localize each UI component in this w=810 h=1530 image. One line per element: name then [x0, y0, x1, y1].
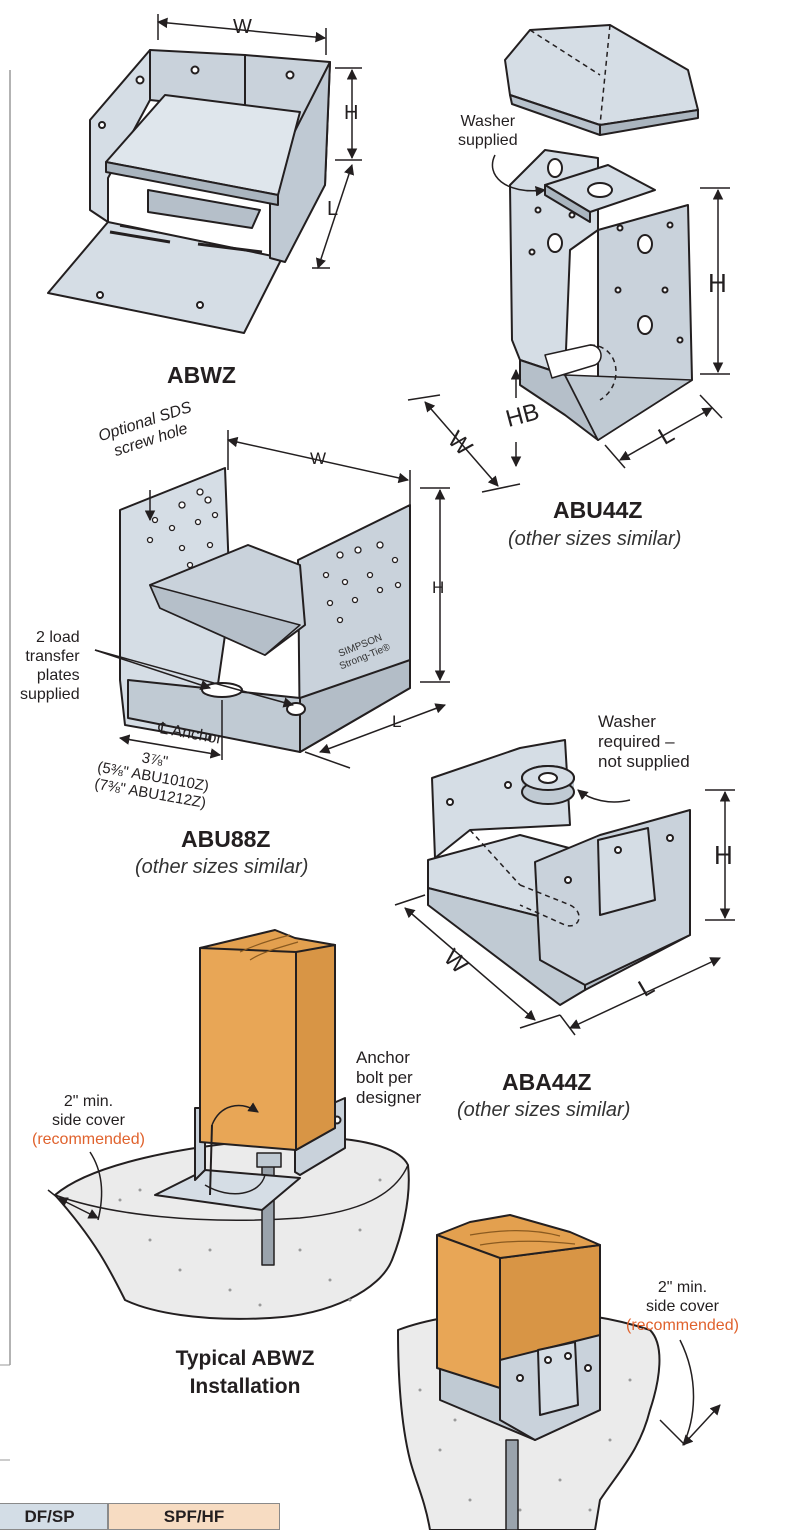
abu88z-note: (other sizes similar) — [135, 856, 309, 878]
abu44z-note: (other sizes similar) — [508, 528, 682, 550]
aba44z-drawing — [427, 739, 691, 1006]
abwz-installation-dimension — [47, 1151, 103, 1221]
installation-caption: Typical ABWZ Installation — [175, 1347, 315, 1398]
aba44z-dimension-lines — [394, 789, 735, 1036]
abu44z-dimension-lines — [407, 154, 730, 493]
aba44z-installation-dimension — [659, 1339, 721, 1446]
side-cover-note-a: 2" min. side cover (recommended) — [32, 1093, 145, 1148]
aba44z-installation-drawing — [397, 1214, 661, 1530]
table-header-bg-a — [0, 1503, 108, 1530]
abwz-length-label: L — [327, 198, 339, 220]
abwz-installation-drawing — [54, 929, 410, 1320]
abu88z-height-label: H — [432, 578, 445, 597]
aba44z-note: (other sizes similar) — [457, 1099, 631, 1121]
abu44z-height-label: H — [708, 268, 727, 298]
abwz-dimension-lines — [156, 14, 362, 269]
abwz-height-label: H — [344, 102, 359, 124]
abu44z-drawing — [504, 24, 699, 441]
table-header-spf-hf: SPF/HF — [108, 1503, 280, 1530]
side-cover-note-b: 2" min. side cover (recommended) — [626, 1279, 739, 1334]
abwz-drawing — [47, 49, 331, 334]
load-plates-note: 2 load transfer plates supplied — [20, 629, 80, 703]
abu88z-width-label: W — [310, 449, 327, 468]
aba44z-title: ABA44Z — [502, 1069, 592, 1095]
abwz-title: ABWZ — [167, 362, 236, 388]
abwz-width-label: W — [233, 16, 252, 38]
abu88z-title: ABU88Z — [181, 826, 271, 852]
aba44z-height-label: H — [714, 840, 733, 870]
abu88z-length-label: L — [392, 712, 402, 731]
abu44z-title: ABU44Z — [553, 497, 643, 523]
abu88z-drawing — [119, 467, 411, 753]
table-header-bg-b — [108, 1503, 280, 1530]
abu88z-dimension-lines — [94, 430, 450, 769]
table-header-df-sp: DF/SP — [0, 1503, 108, 1530]
washer-required-note: Washer required – not supplied — [598, 712, 690, 771]
washer-supplied-note: Washer supplied — [458, 113, 518, 149]
anchor-bolt-note: Anchor bolt per designer — [356, 1048, 422, 1107]
